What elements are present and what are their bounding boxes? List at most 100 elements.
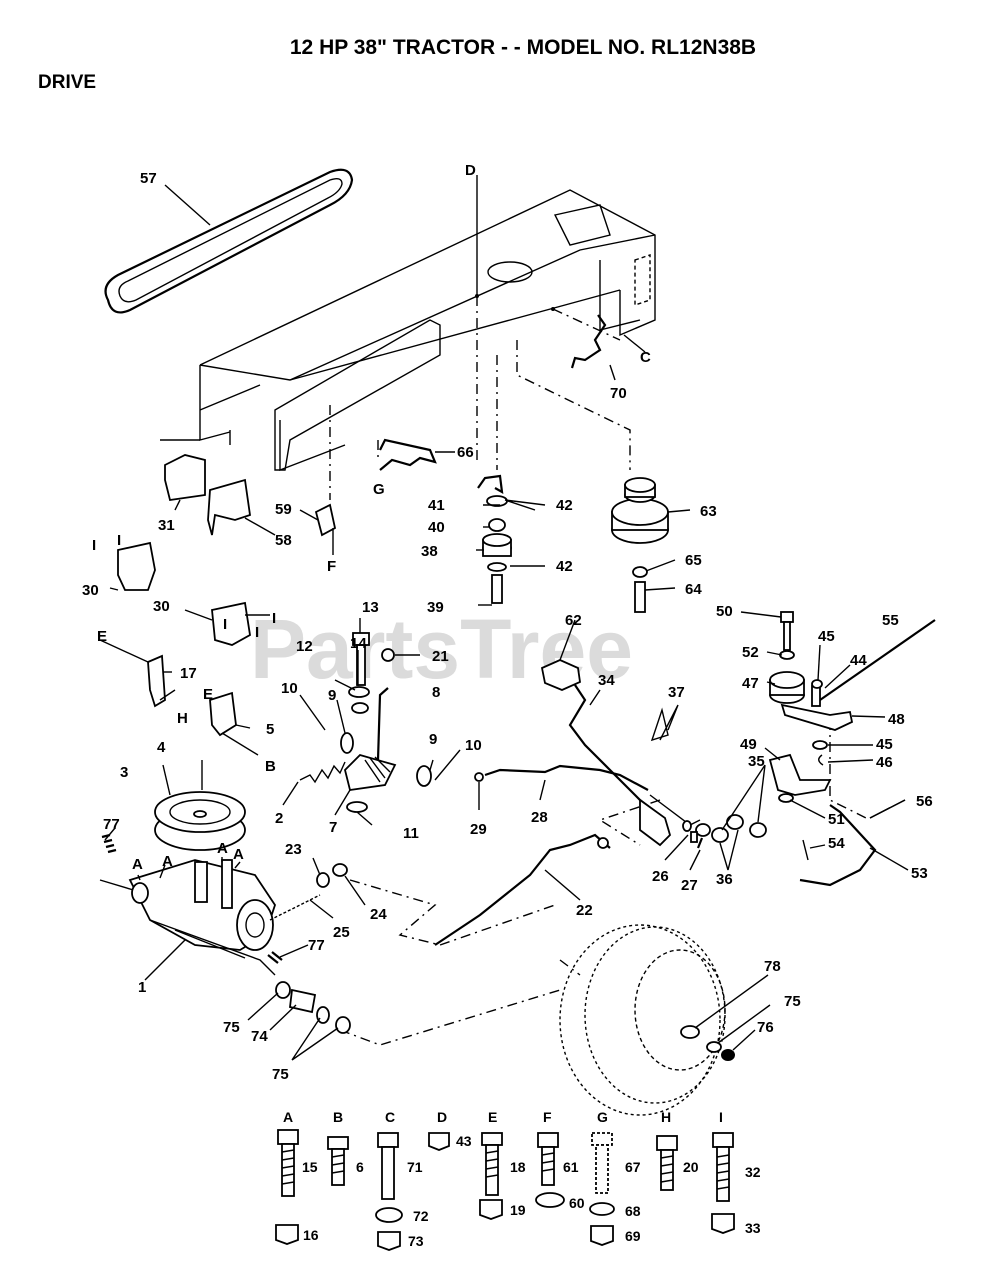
hw-washer-72: 72	[413, 1208, 429, 1224]
callout-11: 11	[403, 825, 419, 842]
callout-3: 3	[120, 764, 128, 781]
hw-washer-60: 60	[569, 1195, 585, 1211]
hw-bolt-6: 6	[356, 1159, 364, 1175]
callout-9-right: 9	[429, 731, 437, 748]
reference-letters: D C G F E H B E A A A A I I I I I	[92, 162, 651, 873]
axle-spacers	[275, 981, 351, 1034]
bracket-59	[314, 503, 337, 537]
spring-25	[269, 894, 321, 921]
callout-75-bottom: 75	[272, 1066, 289, 1083]
hw-bolt-32: 32	[745, 1164, 761, 1180]
page-title: 12 HP 38" TRACTOR - - MODEL NO. RL12N38B	[289, 36, 757, 59]
hw-letter-e: E	[488, 1109, 497, 1125]
callout-78: 78	[764, 958, 781, 975]
ref-h: H	[177, 710, 188, 727]
callout-76: 76	[757, 1019, 774, 1036]
washer-23	[316, 872, 330, 888]
hw-nut-19: 19	[510, 1202, 526, 1218]
callout-30-left: 30	[82, 582, 99, 599]
bracket-66	[379, 438, 437, 471]
rear-wheel	[559, 924, 735, 1116]
callout-22: 22	[576, 902, 593, 919]
arrow-37	[650, 707, 669, 742]
callout-57: 57	[140, 170, 157, 187]
hw-nut-69: 69	[625, 1228, 641, 1244]
callout-64: 64	[685, 581, 702, 598]
callout-40: 40	[428, 519, 445, 536]
clip-29	[474, 772, 484, 782]
callout-24: 24	[370, 906, 387, 923]
ref-i-3: I	[272, 610, 276, 627]
section-title: DRIVE	[38, 72, 97, 93]
hw-letter-a: A	[283, 1109, 293, 1125]
callout-56: 56	[916, 793, 933, 810]
callout-30-right: 30	[153, 598, 170, 615]
callout-42-top: 42	[556, 497, 573, 514]
callout-63: 63	[700, 503, 717, 520]
callout-10-left: 10	[281, 680, 298, 697]
hw-washer-68: 68	[625, 1203, 641, 1219]
hw-bolt-67: 67	[625, 1159, 641, 1175]
callout-75-right: 75	[784, 993, 801, 1010]
callout-34: 34	[598, 672, 615, 689]
nut-24	[332, 863, 348, 877]
ref-a-1: A	[132, 856, 143, 873]
callout-58: 58	[275, 532, 292, 549]
ref-e-upper: E	[97, 628, 107, 645]
callout-50: 50	[716, 603, 733, 620]
ref-a-4: A	[233, 846, 244, 863]
callout-49: 49	[740, 736, 757, 753]
speed-control-linkage	[768, 611, 936, 887]
ref-i-4: I	[255, 624, 259, 641]
ref-a-2: A	[162, 853, 173, 870]
ref-i-1: I	[92, 537, 96, 554]
control-rod-28	[484, 764, 649, 791]
callout-31: 31	[158, 517, 175, 534]
callout-10-right: 10	[465, 737, 482, 754]
callout-26: 26	[652, 868, 669, 885]
callout-48: 48	[888, 711, 905, 728]
hw-letter-d: D	[437, 1109, 447, 1125]
transmission-pulley-3	[154, 791, 246, 851]
callout-38: 38	[421, 543, 438, 560]
ref-b: B	[265, 758, 276, 775]
hw-bolt-18: 18	[510, 1159, 526, 1175]
callout-51: 51	[828, 811, 845, 828]
callout-70: 70	[610, 385, 627, 402]
ref-f: F	[327, 558, 336, 575]
callout-25: 25	[333, 924, 350, 941]
callout-2: 2	[275, 810, 283, 827]
hw-letter-c: C	[385, 1109, 395, 1125]
callout-9-left: 9	[328, 687, 336, 704]
callout-77-bottom: 77	[308, 937, 325, 954]
callout-17: 17	[180, 665, 197, 682]
shaft-hardware	[682, 814, 767, 849]
hw-letter-f: F	[543, 1109, 552, 1125]
hw-nut-43: 43	[456, 1133, 472, 1149]
callout-29: 29	[470, 821, 487, 838]
bracket-30-right	[211, 601, 251, 646]
callout-74: 74	[251, 1028, 268, 1045]
hw-nut-73: 73	[408, 1233, 424, 1249]
tractor-frame	[160, 189, 656, 472]
callout-46: 46	[876, 754, 893, 771]
shift-shaft-34	[540, 659, 701, 847]
hw-bolt-61: 61	[563, 1159, 579, 1175]
callout-7: 7	[329, 819, 337, 836]
pulley-63	[611, 477, 669, 613]
drive-rod-22	[434, 833, 611, 946]
key-77-bottom	[267, 951, 283, 964]
callout-44: 44	[850, 652, 867, 669]
assembly-lines	[329, 296, 871, 1046]
ref-a-3: A	[217, 840, 228, 857]
callout-4: 4	[157, 739, 166, 756]
callout-42-mid: 42	[556, 558, 573, 575]
callout-labels: 57 70 66 31 58 59 63 41 42 40 38 42 39 6…	[82, 170, 933, 1083]
callout-27: 27	[681, 877, 698, 894]
idler-pulley-38	[477, 474, 512, 604]
callout-1: 1	[138, 979, 146, 996]
hw-letter-b: B	[333, 1109, 343, 1125]
callout-52: 52	[742, 644, 759, 661]
callout-8: 8	[432, 684, 440, 701]
